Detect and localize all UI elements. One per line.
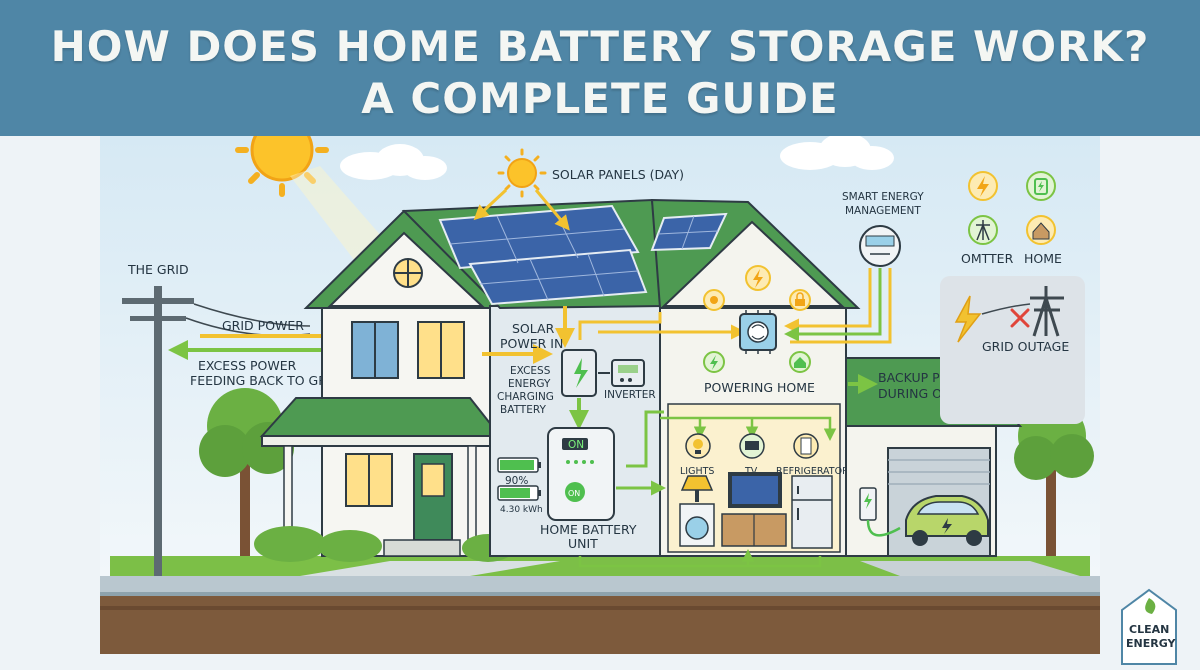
- legend-home: HOME: [1024, 251, 1062, 266]
- home-icon: [789, 351, 811, 373]
- charger-icon: [859, 487, 901, 537]
- solar-panel: [438, 204, 648, 306]
- brain-chip-icon: [739, 310, 777, 354]
- lightbulb-icon: [685, 433, 711, 459]
- path: [300, 561, 560, 576]
- battery-on-bottom: ON: [568, 489, 580, 498]
- meter-flow-line: [784, 268, 872, 334]
- tv-label: TV: [744, 466, 758, 477]
- refrigerator-label: REFRIGERATOR: [776, 466, 849, 477]
- sunlight-arrow: [534, 189, 570, 231]
- title-banner: HOW DOES HOME BATTERY STORAGE WORK? A CO…: [0, 0, 1200, 136]
- powering-home-label: POWERING HOME: [704, 380, 815, 395]
- solar-panels-label: SOLAR PANELS (DAY): [552, 167, 684, 182]
- sun-icon: [703, 289, 725, 311]
- washing-machine: [679, 503, 715, 547]
- lights-label: LIGHTS: [680, 466, 714, 477]
- legend-omtter: OMTTER: [961, 251, 1014, 266]
- meter-flow-line: [790, 268, 892, 344]
- television: [721, 472, 787, 547]
- solar-in-line2: POWER IN: [500, 336, 563, 351]
- sunlight-arrow: [473, 188, 508, 221]
- backup-flow-line: [578, 556, 822, 568]
- lightning-icon: [574, 358, 588, 388]
- lightning-icon: [703, 351, 725, 373]
- title-line-2: A COMPLETE GUIDE: [361, 74, 839, 123]
- cloud: [340, 144, 447, 180]
- grid-power-label: GRID POWER: [222, 318, 304, 333]
- grid-outage-label: GRID OUTAGE: [982, 339, 1069, 354]
- lamp: [680, 475, 714, 502]
- meter-flow-line: [784, 268, 882, 342]
- diagram-canvas: THE GRID GRID POWER EXCESS POWER FEEDING…: [100, 136, 1177, 665]
- pylon-icon: [968, 215, 998, 245]
- tv-icon: [739, 433, 765, 459]
- porch: [259, 397, 503, 557]
- battery-unit-line2: UNIT: [568, 536, 598, 551]
- sun-icon: [235, 136, 329, 197]
- leaf-icon: [1145, 598, 1156, 614]
- smart-mgmt-line2: MANAGEMENT: [845, 205, 921, 217]
- sun-icon: [497, 148, 547, 198]
- cross-icon: [1010, 308, 1030, 328]
- refrigerator: [791, 475, 833, 549]
- clean-energy-logo: CLEAN ENERGY: [1121, 588, 1177, 665]
- home-battery-unit: ON ON: [547, 427, 615, 521]
- soil: [100, 596, 1100, 654]
- lightning-icon: [954, 295, 982, 343]
- battery-on-top: ON: [568, 439, 584, 451]
- bush: [254, 526, 514, 562]
- meter-icon: [859, 225, 901, 267]
- logo-line2: ENERGY: [1126, 637, 1176, 650]
- charge-controller: [561, 349, 597, 397]
- grid-outage-panel: [940, 276, 1085, 424]
- home-icon: [1026, 215, 1056, 245]
- appliance-flow-line: [660, 416, 837, 441]
- battery-percent: 90%: [505, 475, 528, 487]
- car-icon: [905, 495, 989, 546]
- battery-icon: [497, 485, 541, 501]
- solar-panel: [650, 212, 728, 252]
- charging-line4: BATTERY: [500, 404, 546, 416]
- the-grid-label: THE GRID: [127, 262, 189, 277]
- inverter: [611, 359, 645, 387]
- battery-kwh: 4.30 kWh: [500, 505, 543, 515]
- driveway: [860, 561, 1080, 576]
- smart-mgmt-line1: SMART ENERGY: [842, 191, 924, 203]
- solar-flow-line: [578, 312, 662, 340]
- battery-icon: [497, 457, 541, 473]
- logo-line1: CLEAN: [1129, 623, 1169, 636]
- excess-label-line1: EXCESS POWER: [198, 358, 297, 373]
- solar-in-line1: SOLAR: [512, 321, 555, 336]
- legend-lightning-icon: [968, 171, 998, 201]
- excess-label-line2: FEEDING BACK TO GRID: [190, 373, 340, 388]
- charging-line2: ENERGY: [508, 378, 551, 390]
- title-line-1: HOW DOES HOME BATTERY STORAGE WORK?: [50, 22, 1150, 71]
- charging-line1: EXCESS: [510, 365, 551, 377]
- inverter-label: INVERTER: [604, 389, 656, 401]
- battery-flow-line: [626, 410, 664, 468]
- charging-line3: CHARGING: [497, 391, 554, 403]
- lightning-icon: [745, 265, 771, 291]
- fridge-icon: [793, 433, 819, 459]
- lock-icon: [789, 289, 811, 311]
- pylon-icon: [1030, 286, 1064, 337]
- road: [100, 576, 1100, 592]
- battery-unit-line1: HOME BATTERY: [540, 522, 637, 537]
- legend-battery-icon: [1026, 171, 1056, 201]
- cloud: [780, 136, 894, 170]
